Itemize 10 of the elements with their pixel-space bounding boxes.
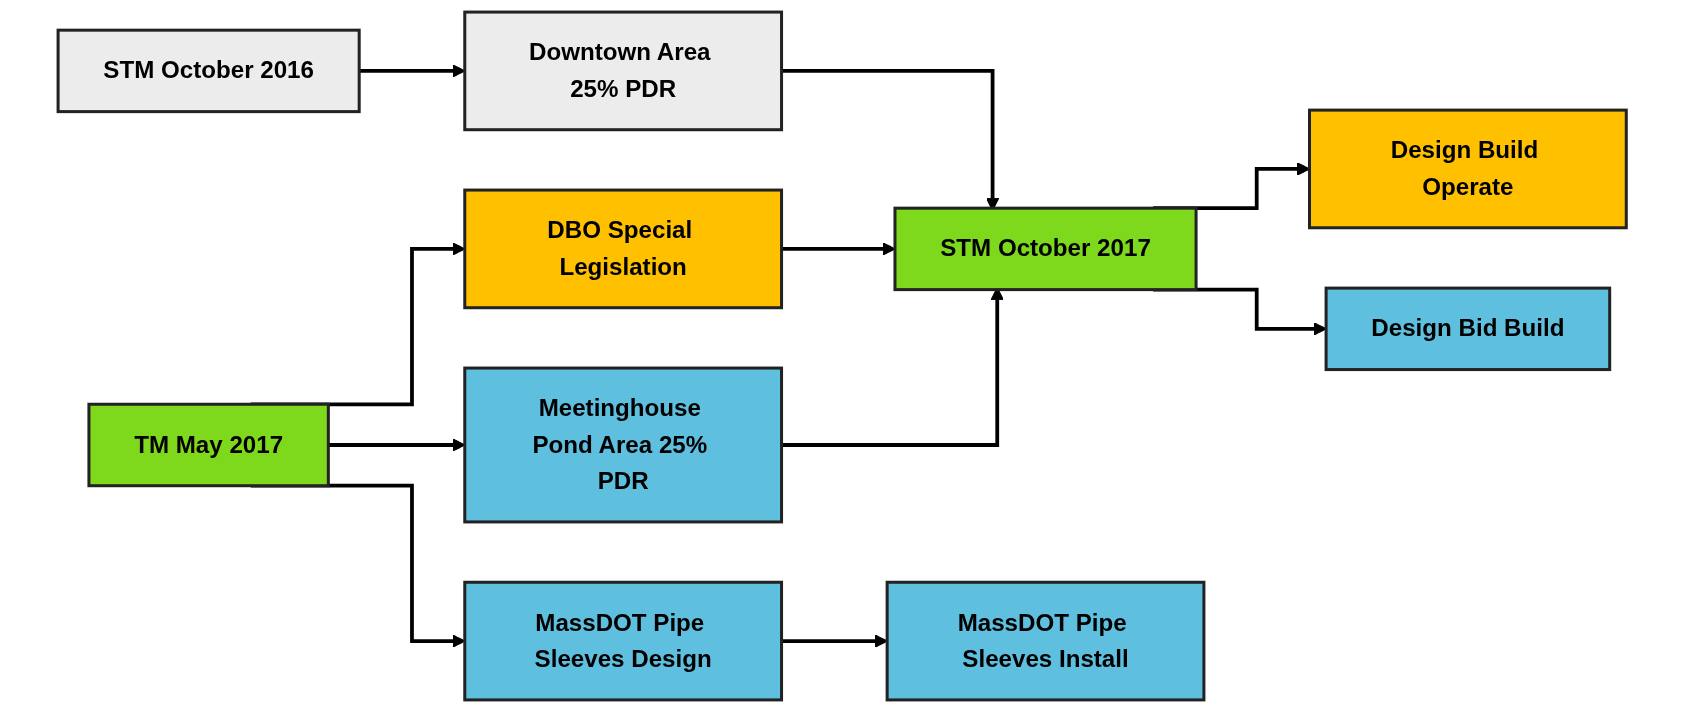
node-box: Meetinghouse Pond Area 25% PDR bbox=[463, 366, 784, 524]
node-box: Design Build Operate bbox=[1308, 108, 1629, 230]
node-box: STM October 2017 bbox=[893, 206, 1198, 292]
node-box: TM May 2017 bbox=[87, 402, 331, 488]
node-box: MassDOT Pipe Sleeves Install bbox=[885, 580, 1206, 702]
node-box: Downtown Area 25% PDR bbox=[463, 10, 784, 132]
node-box: STM October 2016 bbox=[56, 28, 361, 114]
node-box: DBO Special Legislation bbox=[463, 188, 784, 310]
node-box: Design Bid Build bbox=[1324, 286, 1612, 372]
node-box: MassDOT Pipe Sleeves Design bbox=[463, 580, 784, 702]
